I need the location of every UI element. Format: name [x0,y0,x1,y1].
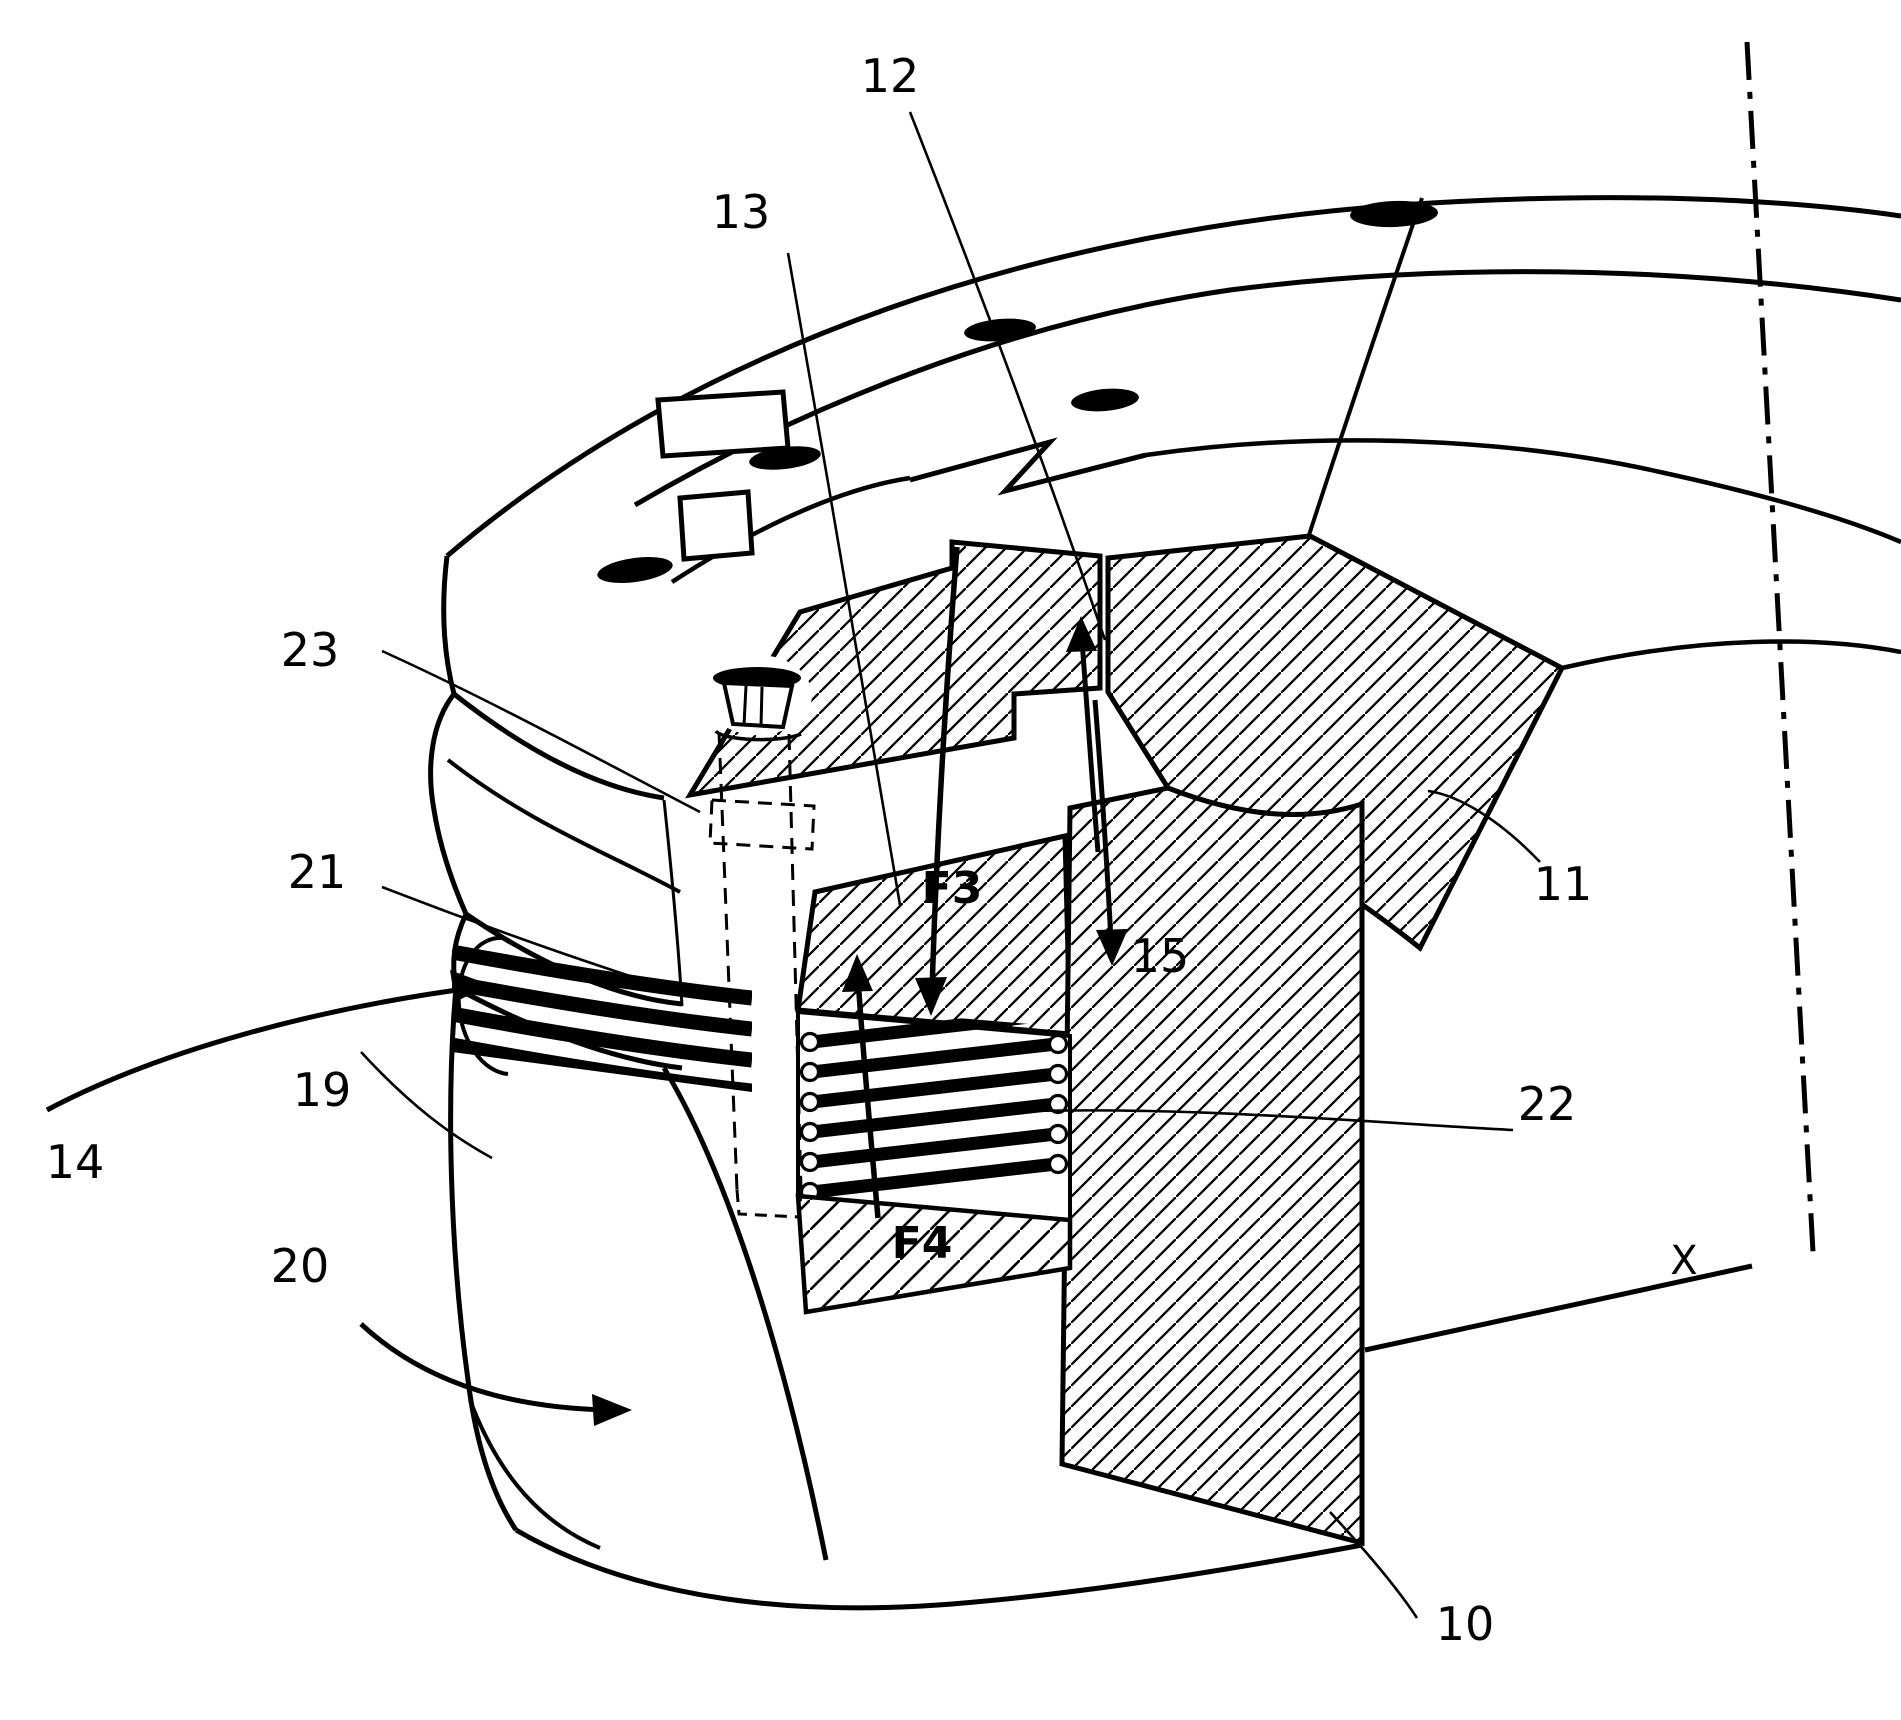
spring22-coil [811,1067,1057,1109]
arrowhead-14 [450,970,490,1002]
ring-step-edge-arc [633,269,1901,508]
arrow-12-direction [1079,639,1101,853]
fastener-hidden-tip [735,1189,803,1219]
arrow-15 [1092,699,1114,943]
leader-lines [360,111,1541,1619]
leader-arrow-14 [45,985,473,1113]
fastener-head-skirt [721,680,795,730]
arrowhead-12-direction [1066,616,1097,652]
bolt-hole [749,446,821,470]
fastener-head-detail [742,685,764,727]
flange-left-edge [441,555,457,695]
coil-spring-21 [452,935,752,1092]
spring21-coil [452,1006,752,1068]
middle-disc-left-edge [428,692,469,916]
arrowhead-15 [1096,929,1128,966]
bolt-hole [964,318,1036,342]
label-axis-x: X [1670,1238,1697,1284]
bolt-hole [597,556,673,584]
leader-arrow-20 [359,1322,609,1413]
force-arrow-f3 [929,546,960,993]
label-15: 15 [1131,929,1190,983]
drum-inner-bottom-arc [468,1399,601,1550]
label-13: 13 [712,185,771,239]
guide-lug-upper-block [655,389,791,459]
fastener-hidden-collar [708,798,816,851]
break-zigzag-line [909,437,1147,496]
spring21-coil [452,944,752,1006]
ring-bottom-edge-arc [1364,1263,1753,1353]
arrowhead-20 [592,1394,632,1426]
arrowhead-f3 [915,977,947,1016]
spring21-coil [452,975,752,1037]
leader-21 [381,885,701,1000]
leader-19 [360,1051,493,1160]
label-10: 10 [1436,1597,1495,1651]
flange-bottom-arc [452,692,665,801]
ring-outer-top-edge-arc [445,195,1901,558]
label-12: 12 [861,49,920,103]
fastener-washer-arc [714,729,802,742]
cut-face-front-edge [662,799,684,1007]
guide-lug-lower-block [677,489,755,562]
leader-10 [1329,1511,1419,1619]
label-f3: F3 [922,863,983,914]
drum-left-edge [448,987,519,1532]
fastener-23 [704,655,816,1219]
rotation-axis-line [1744,41,1816,1253]
middle-disc-top-arc [446,758,681,894]
assembly-bottom-rim-arc [514,1527,1363,1611]
spring22-coil [811,1157,1057,1199]
section-lower-post [1059,785,1365,1547]
bore-far-lip-arc [1561,639,1901,671]
leader-23 [381,649,701,814]
label-23: 23 [281,623,340,677]
arrowhead-f4 [842,954,873,992]
leader-22 [1003,1109,1514,1132]
coil-spring-22 [799,1004,1069,1203]
spring22-coil [811,1127,1057,1169]
annotation-arrows [45,546,1128,1426]
flange-bolt-holes [597,200,1438,584]
spring21-coil [452,1037,752,1092]
ring-inner-edge-arc-right [1145,438,1901,545]
label-21: 21 [288,845,347,899]
force-arrow-f4 [855,977,881,1219]
bolt-hole [1350,200,1438,228]
leader-12 [908,111,1107,641]
label-19: 19 [293,1063,352,1117]
label-20: 20 [271,1239,330,1293]
spring22-coil [811,1037,1057,1079]
section-wedge-below-spring [795,1193,1073,1315]
label-22: 22 [1518,1077,1577,1131]
spring21-pocket-arc [456,935,509,1076]
label-f4: F4 [892,1218,953,1269]
label-11: 11 [1534,857,1593,911]
bolt-hole [1071,388,1139,412]
drum-bore-surface-arc [661,1066,829,1561]
section-upper-band [685,539,1103,799]
spring22-coil [811,1097,1057,1139]
label-14: 14 [46,1135,105,1189]
leader-11 [1427,789,1541,863]
leader-13 [786,252,902,906]
drum-top-arc [454,985,683,1071]
